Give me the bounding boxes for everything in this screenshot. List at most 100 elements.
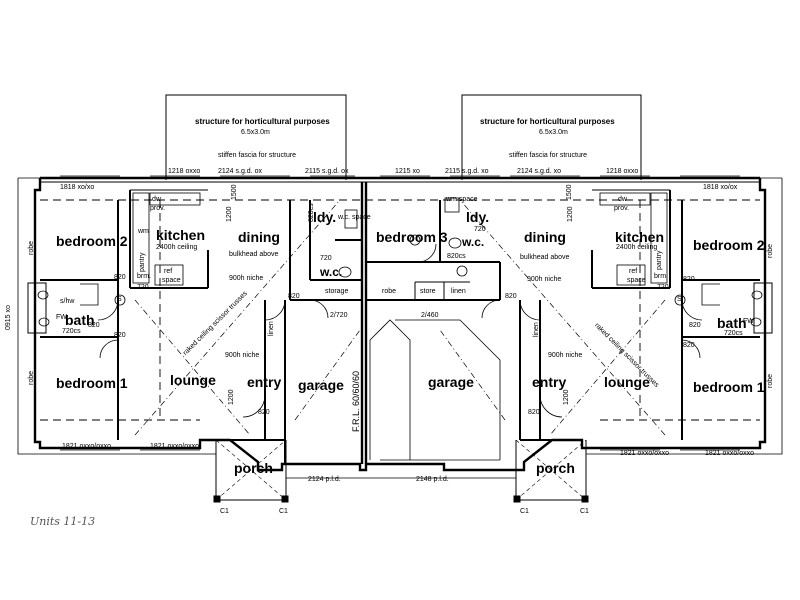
door-swings bbox=[97, 243, 703, 418]
dim-820-1-right: 820 bbox=[683, 276, 695, 283]
dim-c1b-right: C1 bbox=[580, 508, 589, 515]
note-dw-right: dw bbox=[618, 196, 627, 203]
dim-820-5-left: 820 bbox=[88, 322, 100, 329]
dim-1500-right: 1500 bbox=[566, 184, 573, 200]
structure-size-right: 6.5x3.0m bbox=[539, 129, 568, 136]
room-porch-left: porch bbox=[234, 460, 273, 476]
note-wc-space-left: w.c. space bbox=[338, 214, 371, 221]
dim-bot-1821a-left: 1821 oxxo/oxxo bbox=[62, 443, 112, 450]
structure-title-right: structure for horticultural purposes bbox=[480, 117, 615, 126]
note-space-right: space bbox=[627, 277, 646, 284]
dim-2-720-left: 2/720 bbox=[330, 312, 348, 319]
note-wm-left: wm bbox=[138, 228, 149, 235]
dim-bot-1821b-right: 1821 oxxo/oxxo bbox=[705, 450, 755, 457]
stiffen-note-left: stiffen fascia for structure bbox=[218, 152, 297, 159]
room-entry-right: entry bbox=[532, 374, 567, 390]
note-sh-left: s/hw bbox=[60, 298, 75, 305]
room-entry-left: entry bbox=[247, 374, 282, 390]
note-dw-left: dw bbox=[152, 196, 161, 203]
dim-820-3-right: 820 bbox=[505, 293, 517, 300]
note-ceiling-right: 2400h ceiling bbox=[616, 244, 658, 251]
room-bedroom2-right: bedroom 2 bbox=[693, 237, 765, 253]
kitchen-counters bbox=[132, 192, 668, 286]
dim-820-1-left: 820 bbox=[114, 274, 126, 281]
dim-bot-2148-right: 2148 p.l.d. bbox=[416, 476, 449, 483]
dim-top-1218-left: 1218 oxxo bbox=[168, 168, 201, 175]
garage-roof-lines bbox=[369, 319, 501, 461]
robe-top-left: robe bbox=[28, 240, 35, 255]
note-ref-left: ref bbox=[164, 268, 173, 275]
dim-c1a-right: C1 bbox=[520, 508, 529, 515]
room-wc-right: w.c. bbox=[462, 235, 485, 249]
room-lounge-right: lounge bbox=[604, 374, 650, 390]
linen-side-right: linen bbox=[533, 322, 540, 337]
dim-720-2-right: 720 bbox=[474, 226, 486, 233]
room-bedroom2-left: bedroom 2 bbox=[56, 233, 128, 249]
dim-820-5-right: 820 bbox=[689, 322, 701, 329]
note-wm-space-right: wm space bbox=[446, 196, 478, 203]
note-niche-kitchen-left: 900h niche bbox=[229, 275, 264, 282]
note-s-left: S bbox=[117, 296, 122, 303]
note-fw-left: FW bbox=[56, 314, 67, 321]
dim-720cs-left: 720cs bbox=[62, 328, 81, 335]
room-garage-right: garage bbox=[428, 374, 474, 390]
dim-820-4-left: 820 bbox=[258, 409, 270, 416]
pantry-right: pantry bbox=[656, 250, 663, 270]
room-laundry-right: ldy. bbox=[466, 209, 490, 225]
note-fw-right: FW bbox=[743, 318, 754, 325]
note-prov-left: prov. bbox=[150, 205, 166, 212]
structure-size-left: 6.5x3.0m bbox=[241, 129, 270, 136]
robe-top-right: robe bbox=[382, 288, 397, 295]
dim-c1a-left: C1 bbox=[220, 508, 229, 515]
dim-720cs-right: 720cs bbox=[724, 330, 743, 337]
fixtures bbox=[37, 197, 763, 327]
dim-820-4-right: 820 bbox=[528, 409, 540, 416]
linen-left: linen bbox=[268, 321, 275, 336]
room-kitchen-left: kitchen bbox=[156, 227, 206, 243]
note-bulkhead-right: bulkhead above bbox=[520, 254, 570, 261]
room-dining-right: dining bbox=[524, 229, 566, 245]
brm-right: brm. bbox=[654, 273, 668, 280]
window-markers bbox=[60, 175, 740, 451]
handwritten-note: Units 11-13 bbox=[30, 515, 96, 528]
dim-720-2-left: 720 bbox=[320, 255, 332, 262]
dim-2-460-right: 2/460 bbox=[421, 312, 439, 319]
dim-820-2-left: 820 bbox=[114, 332, 126, 339]
room-lounge-left: lounge bbox=[170, 372, 216, 388]
room-kitchen-right: kitchen bbox=[615, 229, 665, 245]
dim-1200-1-right: 1200 bbox=[567, 206, 574, 222]
dim-1200-1-left: 1200 bbox=[226, 206, 233, 222]
dim-top-2115-right: 2115 s.g.d. xo bbox=[445, 168, 489, 175]
porch-right bbox=[513, 439, 589, 503]
room-porch-right: porch bbox=[536, 460, 575, 476]
dim-820-2-right: 820 bbox=[683, 342, 695, 349]
dim-720-1-right: 720 bbox=[657, 284, 669, 291]
dim-820cs-left: 820cs bbox=[308, 203, 315, 222]
linen-top-right: linen bbox=[451, 288, 466, 295]
note-ref-right: ref bbox=[629, 268, 638, 275]
dim-c1b-left: C1 bbox=[279, 508, 288, 515]
note-niche-kitchen-right: 900h niche bbox=[527, 276, 562, 283]
raked-diagonals bbox=[134, 199, 666, 436]
robe-bottom-left: robe bbox=[28, 370, 35, 385]
dim-top-1818-left: 1818 xo/xo bbox=[60, 184, 95, 191]
dim-1200-2-right: 1200 bbox=[563, 389, 570, 405]
dim-side-0915-left: 0915 xo bbox=[5, 305, 12, 330]
room-bedroom1-right: bedroom 1 bbox=[693, 379, 765, 395]
structure-outline-right bbox=[461, 94, 642, 180]
dim-top-1215-right: 1215 xo bbox=[395, 168, 420, 175]
note-space-left: space bbox=[162, 277, 181, 284]
dim-top-2124-left: 2124 s.g.d. ox bbox=[218, 168, 262, 175]
room-bath-left: bath bbox=[65, 312, 95, 328]
note-s-right: S bbox=[677, 296, 682, 303]
room-bedroom1-left: bedroom 1 bbox=[56, 375, 128, 391]
room-bedroom3-right: bedroom 3 bbox=[376, 229, 448, 245]
note-niche-lounge-right: 900h niche bbox=[548, 352, 583, 359]
room-bath-right: bath bbox=[717, 315, 747, 331]
right-unit-walls bbox=[366, 189, 773, 441]
left-unit-walls bbox=[27, 189, 362, 464]
dim-820cs-right: 820cs bbox=[447, 253, 466, 260]
dim-bot-1821a-right: 1821 oxxo/oxxo bbox=[620, 450, 670, 457]
robe-bottom-right: robe bbox=[767, 373, 774, 388]
robe-side-right: robe bbox=[767, 243, 774, 258]
